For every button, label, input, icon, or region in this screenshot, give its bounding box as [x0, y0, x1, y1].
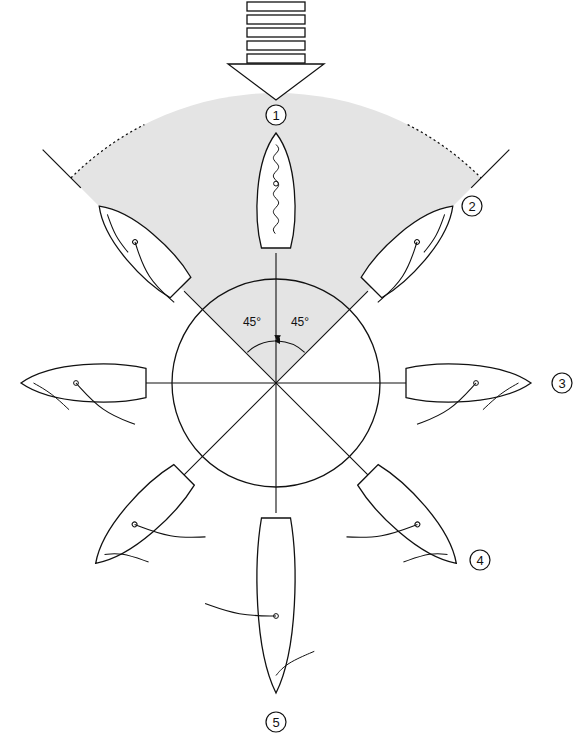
- sailboat: [257, 133, 295, 248]
- mast: [414, 239, 421, 246]
- wind-arrow: [228, 2, 324, 100]
- heading-line: [184, 291, 368, 475]
- mainsail: [76, 383, 135, 424]
- hull: [358, 193, 466, 301]
- jib: [415, 214, 453, 252]
- sailboat: [406, 364, 531, 424]
- sailboat: [86, 193, 198, 305]
- mast: [131, 521, 138, 528]
- jib: [483, 383, 519, 410]
- hull: [257, 133, 295, 248]
- sailboat: [21, 364, 146, 424]
- sector-boundary: [471, 150, 509, 188]
- jib: [99, 214, 137, 252]
- luffing-sail: [273, 145, 278, 234]
- jib: [276, 651, 314, 675]
- sailboat: [354, 193, 466, 305]
- angle-label: 45°: [243, 316, 261, 328]
- sector-boundary: [43, 150, 81, 188]
- angle-label: 45°: [291, 316, 309, 328]
- callout-number: 5: [272, 716, 279, 729]
- mainsail: [417, 383, 476, 424]
- mainsail: [367, 242, 428, 303]
- hull: [406, 364, 531, 402]
- jib: [34, 383, 70, 410]
- mast: [132, 239, 139, 246]
- angle-arrow: [247, 341, 274, 352]
- jib: [105, 536, 149, 580]
- sector-edge: [71, 125, 144, 178]
- compass-circle: [146, 253, 406, 513]
- mainsail: [124, 242, 185, 303]
- mainsail: [135, 495, 206, 566]
- sailboat: [205, 518, 314, 693]
- callout-number: 2: [468, 200, 475, 213]
- mainsail: [347, 495, 418, 566]
- hull: [86, 193, 194, 301]
- callout-number: 3: [558, 377, 565, 390]
- sailboat: [326, 461, 470, 605]
- hull: [21, 364, 146, 402]
- callout-number: 1: [272, 109, 279, 122]
- boats: [21, 133, 531, 693]
- jib: [403, 536, 447, 580]
- angle-arrow: [277, 341, 304, 352]
- hull: [257, 518, 295, 693]
- callout-number: 4: [476, 554, 483, 567]
- sailboat: [82, 461, 226, 605]
- callout-circles: [266, 105, 572, 732]
- mainsail: [205, 603, 276, 616]
- sector-edge: [408, 125, 481, 178]
